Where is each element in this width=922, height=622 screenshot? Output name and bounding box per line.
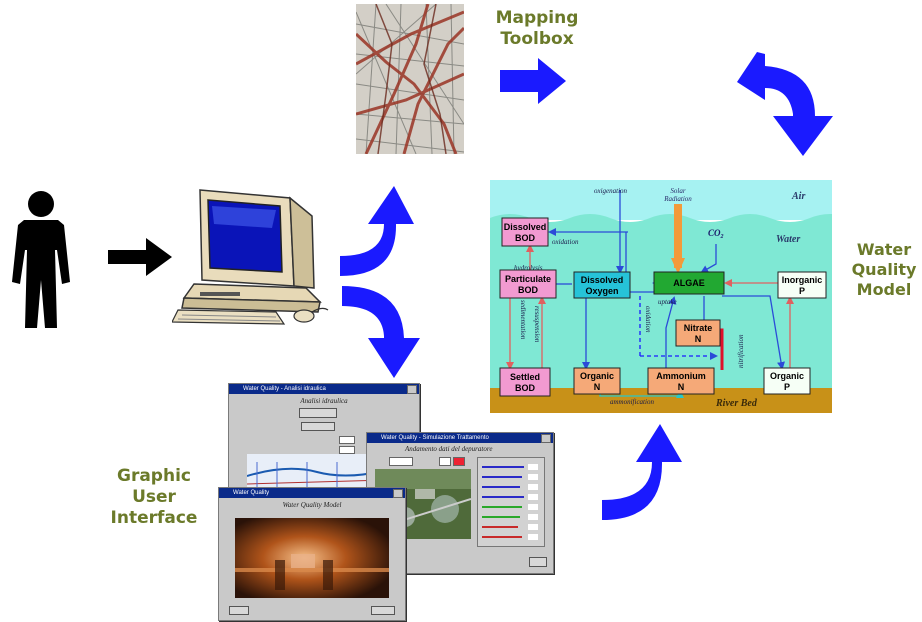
window-button[interactable] <box>301 422 335 431</box>
gui-label-line2: User <box>132 487 176 507</box>
svg-text:P: P <box>799 286 805 296</box>
svg-text:Ammonium: Ammonium <box>656 371 706 381</box>
settled-bod-box: Settled BOD <box>499 367 551 397</box>
window-field[interactable] <box>339 436 355 444</box>
resuspension-label: resuspension <box>533 306 541 343</box>
window-close-button[interactable] <box>541 434 551 443</box>
window-close-button[interactable] <box>393 489 403 498</box>
computer-icon <box>172 189 329 325</box>
organic-n-box: Organic N <box>573 367 621 395</box>
uptake-label: uptake <box>658 298 677 306</box>
person-icon <box>12 191 70 328</box>
window-heading: Water Quality Model <box>282 501 342 509</box>
gui-label-line1: Graphic <box>117 466 191 486</box>
svg-text:ALGAE: ALGAE <box>673 278 705 288</box>
mapping-toolbox-label: Mapping Toolbox <box>482 8 592 50</box>
parameter-panel <box>477 457 545 547</box>
air-label: Air <box>791 191 805 202</box>
svg-text:Organic: Organic <box>770 371 804 381</box>
water-quality-photo <box>235 518 389 598</box>
curved-arrow-down-icon <box>342 286 420 378</box>
curved-arrow-up-icon <box>340 186 414 276</box>
mapping-toolbox-line1: Mapping <box>495 8 579 28</box>
gui-window-water-quality: Water Quality Water Quality Model <box>218 487 406 621</box>
window-title-bar: Water Quality <box>219 488 405 498</box>
window-field[interactable] <box>389 457 413 466</box>
svg-text:Dissolved: Dissolved <box>504 222 547 232</box>
hydrolysis-label: hydrolysis <box>514 264 543 272</box>
water-zone <box>490 224 832 390</box>
wq-label-line1: Water <box>856 240 912 259</box>
mapping-toolbox-line2: Toolbox <box>500 29 574 49</box>
nitrification-label: nitrification <box>737 334 745 368</box>
water-quality-model-label: Water Quality Model <box>846 240 922 300</box>
dissolved-bod-box: Dissolved BOD <box>501 217 549 247</box>
gui-label-line3: Interface <box>110 508 198 528</box>
window-heading: Andamento dati del depuratore <box>405 445 493 453</box>
oxidation-top-label: oxidation <box>552 238 579 246</box>
window-button[interactable] <box>529 557 547 567</box>
algae-box: ALGAE <box>653 271 725 295</box>
ammonium-n-box: Ammonium N <box>647 367 715 395</box>
organic-p-box: Organic P <box>763 367 811 395</box>
svg-text:Particulate: Particulate <box>505 274 551 284</box>
air-zone <box>490 180 832 220</box>
window-button[interactable] <box>229 606 249 615</box>
svg-text:BOD: BOD <box>518 285 539 295</box>
co2-label: CO2 <box>708 228 724 240</box>
window-field[interactable] <box>439 457 451 466</box>
arrow-right-icon <box>500 58 566 104</box>
particulate-bod-box: Particulate BOD <box>499 269 557 299</box>
nitrate-n-box: Nitrate N <box>675 319 721 347</box>
map-image <box>356 4 464 154</box>
window-close-button[interactable] <box>407 385 417 394</box>
window-button[interactable] <box>371 606 395 615</box>
sedimentation-label: sedimentation <box>519 300 527 340</box>
graphic-user-interface-label: Graphic User Interface <box>104 466 204 529</box>
svg-text:Nitrate: Nitrate <box>684 323 713 333</box>
window-field[interactable] <box>453 457 465 466</box>
water-quality-diagram: Air Water River Bed Solar Radiation CO2 … <box>490 180 832 413</box>
oxigenation-label: oxigenation <box>594 187 628 195</box>
svg-text:Dissolved: Dissolved <box>581 275 624 285</box>
curved-arrow-bottom-icon <box>602 424 682 520</box>
svg-text:BOD: BOD <box>515 233 536 243</box>
svg-text:Organic: Organic <box>580 371 614 381</box>
oxidation-mid-label: oxidation <box>644 306 652 333</box>
svg-text:Oxygen: Oxygen <box>585 286 618 296</box>
inorganic-p-box: Inorganic P <box>777 271 827 299</box>
solar-label-1: Solar <box>670 187 685 195</box>
svg-text:Inorganic: Inorganic <box>782 275 823 285</box>
black-arrow-icon <box>108 238 172 276</box>
ammonification-label: ammonification <box>610 398 654 406</box>
window-heading: Analisi idraulica <box>300 397 348 405</box>
svg-text:P: P <box>784 382 790 392</box>
svg-text:BOD: BOD <box>515 383 536 393</box>
svg-text:N: N <box>594 382 601 392</box>
dissolved-oxygen-box: Dissolved Oxygen <box>573 271 631 299</box>
window-title-bar: Water Quality - Simulazione Trattamento <box>367 433 553 443</box>
wq-label-line3: Model <box>856 280 912 299</box>
svg-text:N: N <box>695 334 702 344</box>
window-title-bar: Water Quality - Analisi idraulica <box>229 384 419 394</box>
window-field[interactable] <box>339 446 355 454</box>
solar-label-2: Radiation <box>663 195 692 203</box>
svg-text:Settled: Settled <box>510 372 540 382</box>
water-label: Water <box>776 234 800 245</box>
wq-label-line2: Quality <box>851 260 917 279</box>
riverbed-label: River Bed <box>715 398 758 409</box>
svg-text:N: N <box>678 382 685 392</box>
curved-arrow-top-right-icon <box>737 52 833 156</box>
window-button[interactable] <box>299 408 337 418</box>
